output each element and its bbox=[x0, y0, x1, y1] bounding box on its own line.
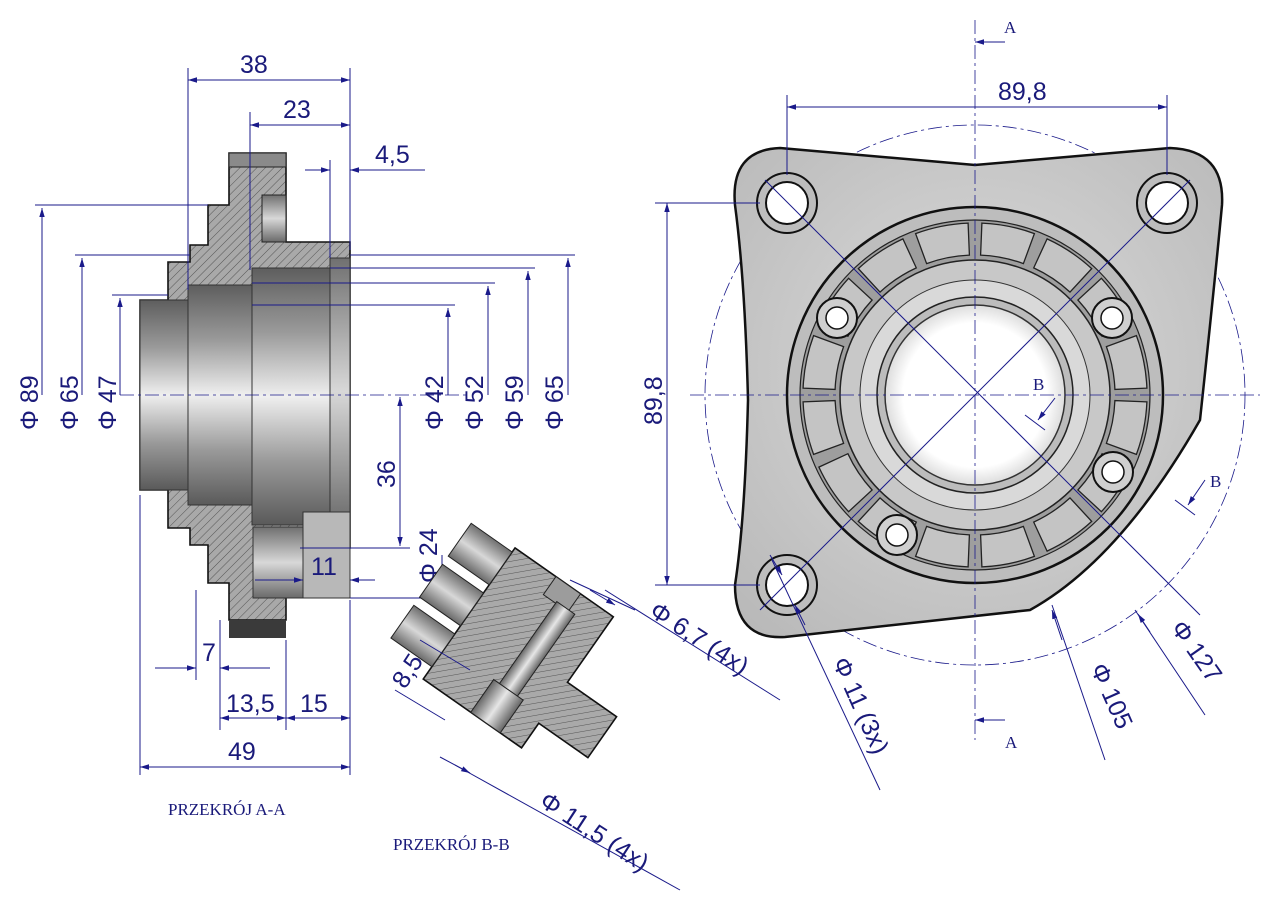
dim-dia-65-right: Φ 65 bbox=[541, 375, 569, 430]
dim-dia-59: Φ 59 bbox=[501, 375, 529, 430]
rib-pocket bbox=[1032, 496, 1093, 552]
mount-hole-ll bbox=[756, 554, 818, 616]
dim-line-11-5 bbox=[454, 764, 681, 891]
rib-pocket bbox=[979, 525, 1036, 568]
dim-15: 15 bbox=[300, 690, 328, 718]
mount-hole-ul bbox=[756, 172, 818, 234]
section-bb-view: Φ 6,7 (4x) Φ 11,5 (4x) 8,5 PRZEKRÓJ B-B bbox=[387, 522, 781, 891]
section-aa-view: 38 23 4,5 Φ 89 Φ 65 Φ 47 Φ 42 Φ 52 Φ 59 … bbox=[16, 51, 575, 819]
dim-dia-47: Φ 47 bbox=[94, 375, 122, 430]
rib-pocket bbox=[914, 525, 971, 568]
dim-89-8-vertical: 89,8 bbox=[640, 376, 668, 425]
dim-dia-11-5: Φ 11,5 (4x) bbox=[535, 787, 654, 878]
dim-7: 7 bbox=[202, 639, 216, 667]
dim-36: 36 bbox=[373, 460, 401, 488]
dim-arrow-105 bbox=[1051, 609, 1063, 641]
dim-arrow-6-7 bbox=[589, 589, 616, 606]
dim-line-6-7 bbox=[604, 589, 781, 701]
section-b-arrow-lower bbox=[1187, 479, 1206, 506]
rib-pocket bbox=[979, 222, 1036, 265]
dim-arrow-127 bbox=[1137, 613, 1151, 633]
rib-pocket bbox=[1105, 334, 1148, 391]
section-aa-bore-lip bbox=[329, 257, 351, 526]
section-b-tick-upper bbox=[1024, 414, 1046, 431]
section-b-label-lower: B bbox=[1210, 472, 1221, 491]
dim-dia-42: Φ 42 bbox=[421, 375, 449, 430]
dim-line-8-5b bbox=[419, 639, 471, 671]
section-bb-step-upper bbox=[447, 522, 513, 586]
dim-leader-105 bbox=[1051, 604, 1106, 761]
dim-arrow-11b bbox=[794, 604, 806, 626]
rib-pocket bbox=[802, 399, 845, 456]
ext-line bbox=[569, 579, 636, 611]
section-b-label-upper: B bbox=[1033, 375, 1044, 394]
dim-dia-11-3x: Φ 11 (3x) bbox=[827, 653, 894, 758]
bolt-hole-lr bbox=[1092, 451, 1134, 493]
diagonal-centerline bbox=[764, 179, 1201, 616]
bolt-hole-ur bbox=[1091, 297, 1133, 339]
dim-23: 23 bbox=[283, 96, 311, 124]
section-aa-top-slot bbox=[261, 194, 287, 243]
dim-dia-105: Φ 105 bbox=[1085, 659, 1138, 733]
bolt-hole-ll bbox=[876, 514, 918, 556]
dim-line-8-5 bbox=[394, 689, 446, 721]
dim-dia-89: Φ 89 bbox=[16, 375, 44, 430]
dim-arrow-11-5 bbox=[439, 756, 471, 774]
bolt-hole-ul bbox=[816, 297, 858, 339]
section-aa-dark-base bbox=[229, 620, 286, 638]
dim-13-5: 13,5 bbox=[226, 690, 275, 718]
dim-arrow-11a bbox=[769, 554, 783, 576]
section-aa-caption: PRZEKRÓJ A-A bbox=[168, 800, 286, 819]
section-aa-bore-large bbox=[251, 267, 331, 526]
dim-dia-65-left: Φ 65 bbox=[56, 375, 84, 430]
dim-4-5: 4,5 bbox=[375, 141, 410, 169]
section-a-label-top: A bbox=[1004, 18, 1017, 37]
section-aa-bottom-pocket bbox=[252, 526, 304, 599]
rib-pocket bbox=[857, 238, 918, 294]
rib-pocket bbox=[802, 334, 845, 391]
section-aa-dark-top bbox=[228, 152, 287, 168]
rib-pocket bbox=[1105, 399, 1148, 456]
section-b-arrow-upper bbox=[1037, 397, 1056, 421]
rib-pocket bbox=[1032, 238, 1093, 294]
front-view: A A B B 89,8 89,8 Φ 11 (3x) Φ 105 Φ 127 bbox=[640, 18, 1260, 791]
section-bb-caption: PRZEKRÓJ B-B bbox=[393, 835, 510, 854]
section-bb-step-mid bbox=[418, 563, 485, 627]
dim-49: 49 bbox=[228, 738, 256, 766]
section-bb-counterbore bbox=[470, 678, 524, 734]
section-aa-bottom-boss bbox=[302, 511, 351, 599]
dim-dia-127: Φ 127 bbox=[1165, 615, 1227, 687]
section-b-tick-lower bbox=[1174, 499, 1196, 516]
rib-pocket bbox=[818, 452, 874, 513]
section-a-label-bottom: A bbox=[1005, 733, 1018, 752]
dim-11: 11 bbox=[311, 553, 337, 581]
dim-89-8-horizontal: 89,8 bbox=[998, 78, 1047, 106]
dim-dia-52: Φ 52 bbox=[461, 375, 489, 430]
rib-pocket bbox=[914, 222, 971, 265]
dim-leader-11 bbox=[771, 559, 881, 791]
diagonal-centerline-2 bbox=[759, 179, 1191, 611]
dim-38: 38 bbox=[240, 51, 268, 79]
pocket-ribs bbox=[802, 222, 1148, 568]
